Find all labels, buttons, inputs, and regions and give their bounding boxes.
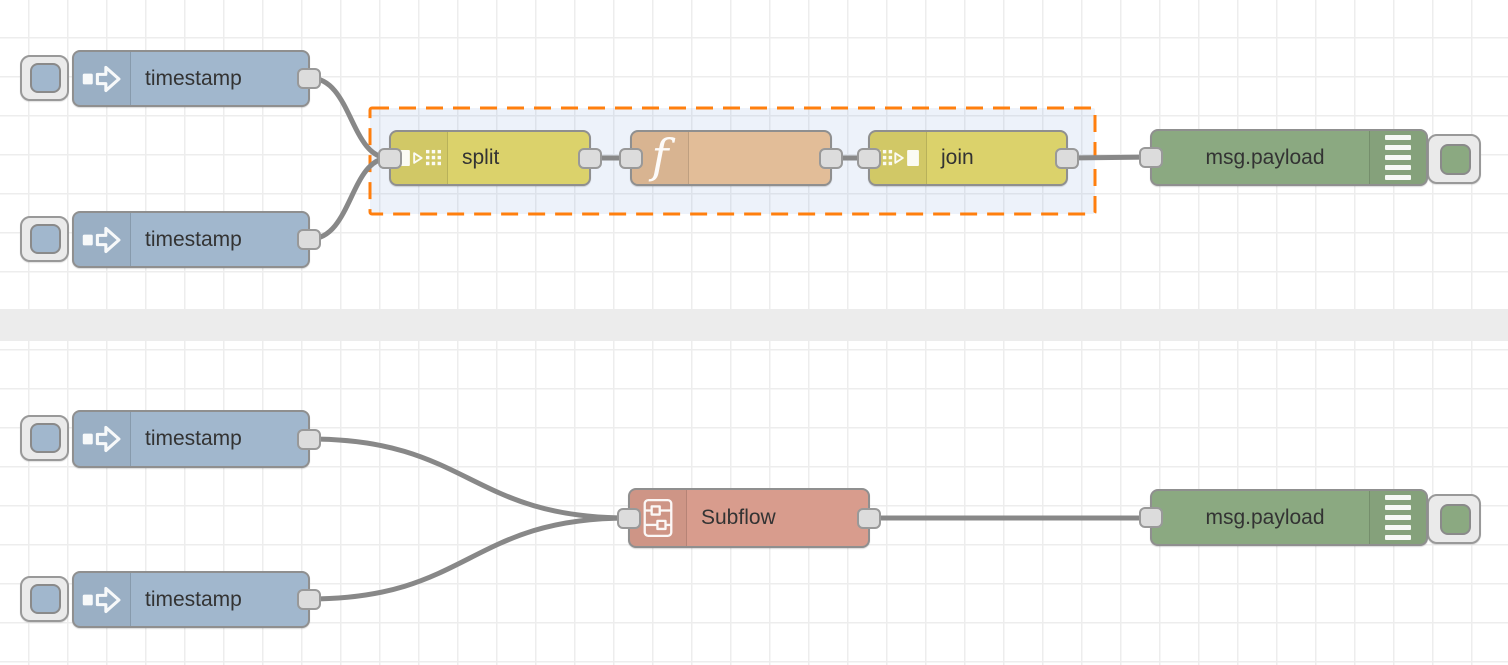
inject-button[interactable] xyxy=(20,216,69,262)
output-port[interactable] xyxy=(297,68,321,89)
node-label: Subflow xyxy=(701,506,776,529)
wire[interactable] xyxy=(307,75,392,161)
input-port[interactable] xyxy=(619,147,643,169)
node-inject-1[interactable]: timestamp xyxy=(72,50,321,107)
wire[interactable] xyxy=(307,155,392,242)
debug-list-icon xyxy=(1369,491,1426,544)
inject-arrow-icon xyxy=(74,412,131,466)
node-label: split xyxy=(462,146,500,169)
node-debug-2[interactable]: msg.payload xyxy=(1139,489,1428,546)
inject-arrow-icon xyxy=(74,52,131,105)
node-label: timestamp xyxy=(145,587,242,611)
debug-toggle-button[interactable] xyxy=(1427,494,1481,544)
node-function[interactable]: f xyxy=(619,130,843,186)
node-inject-4[interactable]: timestamp xyxy=(72,571,321,628)
inject-arrow-icon xyxy=(74,573,131,626)
output-port[interactable] xyxy=(857,507,881,529)
node-join[interactable]: join xyxy=(857,130,1079,186)
debug-toggle-button[interactable] xyxy=(1427,134,1481,184)
node-debug-1[interactable]: msg.payload xyxy=(1139,129,1428,186)
node-label: timestamp xyxy=(145,66,242,90)
input-port[interactable] xyxy=(617,507,641,529)
inject-button-face xyxy=(30,63,61,93)
wire[interactable] xyxy=(1065,154,1153,161)
output-port[interactable] xyxy=(297,229,321,250)
node-label xyxy=(689,132,820,184)
node-label: timestamp xyxy=(145,227,242,251)
output-port[interactable] xyxy=(297,428,321,450)
wire[interactable] xyxy=(307,436,631,521)
input-port[interactable] xyxy=(1139,507,1163,528)
inject-button[interactable] xyxy=(20,415,69,461)
workspace-divider xyxy=(0,309,1508,341)
output-port[interactable] xyxy=(297,589,321,610)
node-split[interactable]: split xyxy=(378,130,602,186)
debug-list-icon xyxy=(1369,131,1426,184)
node-label: msg.payload xyxy=(1205,145,1325,169)
debug-toggle-face xyxy=(1440,504,1471,535)
inject-button[interactable] xyxy=(20,55,69,101)
node-subflow[interactable]: Subflow xyxy=(617,488,881,548)
output-port[interactable] xyxy=(1055,147,1079,169)
inject-button-face xyxy=(30,423,61,453)
inject-arrow-icon xyxy=(74,213,131,266)
inject-button[interactable] xyxy=(20,576,69,622)
output-port[interactable] xyxy=(578,147,602,169)
node-label: join xyxy=(941,146,974,169)
node-inject-2[interactable]: timestamp xyxy=(72,211,321,268)
input-port[interactable] xyxy=(857,147,881,169)
node-label: timestamp xyxy=(145,427,242,450)
inject-button-face xyxy=(30,224,61,254)
node-label: msg.payload xyxy=(1205,505,1325,529)
output-port[interactable] xyxy=(819,147,843,169)
inject-button-face xyxy=(30,584,61,614)
wire[interactable] xyxy=(307,515,631,602)
input-port[interactable] xyxy=(1139,147,1163,168)
node-inject-3[interactable]: timestamp xyxy=(72,410,321,468)
debug-toggle-face xyxy=(1440,144,1471,175)
input-port[interactable] xyxy=(378,147,402,169)
